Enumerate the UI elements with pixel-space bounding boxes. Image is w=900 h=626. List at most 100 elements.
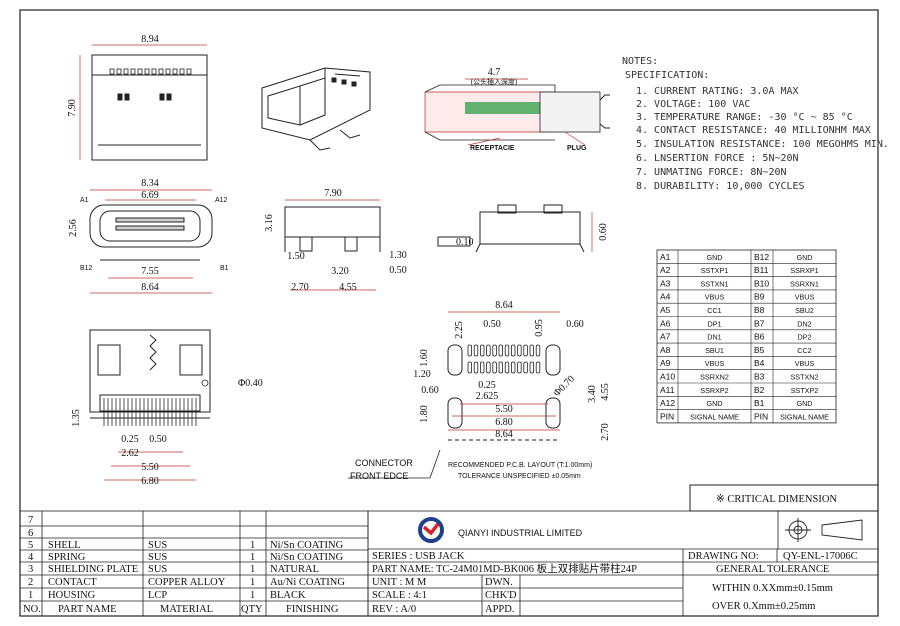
pin-table-cell: SBU1 — [705, 346, 724, 355]
pcb-pad — [467, 361, 472, 374]
company-name: QIANYI INDUSTRIAL LIMITED — [458, 528, 583, 538]
bom-part: SHELL — [48, 540, 81, 551]
contact-pin — [144, 68, 150, 75]
dim-2.62: 2.62 — [121, 448, 139, 459]
pin-table-cell: SSRXN1 — [790, 279, 819, 288]
drawing-no: QY-ENL-17006C — [783, 551, 858, 562]
end-view — [437, 204, 593, 253]
dim-pcb-0.50: 0.50 — [483, 319, 501, 330]
pin-table-cell: GND — [707, 399, 723, 408]
dim-7.90: 7.90 — [324, 188, 342, 199]
pin-table-cell: A11 — [660, 385, 675, 395]
pin-table-cell: A6 — [660, 318, 671, 328]
pin-table-cell: B12 — [754, 252, 769, 262]
pcb-pad — [535, 344, 541, 357]
bom-finish: Ni/Sn COATING — [270, 540, 344, 551]
pcb-pad — [523, 344, 528, 357]
pin-table-cell: A7 — [660, 332, 671, 342]
pin-table-cell: CC2 — [797, 346, 811, 355]
connector-label: CONNECTOR — [355, 458, 413, 468]
dim-insert-depth: 4.7 — [488, 67, 501, 78]
part-name: PART NAME: TC-24M01MD-BK006 板上双排贴片带柱24P — [372, 562, 637, 575]
unit: UNIT : M M — [372, 577, 427, 588]
dim-0.60: 0.60 — [598, 223, 609, 241]
dim-2.25: 2.25 — [454, 321, 465, 339]
bom-header-part: PART NAME — [58, 604, 117, 615]
dim-3.40: 3.40 — [587, 385, 598, 403]
bom-qty: 1 — [250, 540, 255, 551]
pin-table-cell: A4 — [660, 292, 671, 302]
pin-table-cell: GND — [797, 399, 813, 408]
dim-2.56: 2.56 — [68, 219, 79, 237]
pin-table-cell: CC1 — [707, 306, 721, 315]
locating-post — [201, 379, 209, 387]
bom-qty: 1 — [250, 564, 255, 575]
pin-table-cell: B8 — [754, 305, 765, 315]
bom-finish: Au/Ni COATING — [270, 577, 345, 588]
pcb-pad — [492, 344, 497, 357]
pcb-pad — [498, 361, 503, 374]
pin-table-cell: SSTXN1 — [701, 279, 729, 288]
bom-rows: 7 6 5 SHELL SUS 1 Ni/Sn COATING 4 SPRING… — [23, 515, 345, 615]
insert-depth-note: (公头插入深度) — [471, 77, 518, 86]
bom-header-material: MATERIAL — [160, 604, 213, 615]
pcb-pad — [479, 361, 485, 374]
dim-3.20: 3.20 — [331, 266, 349, 277]
pcb-pad — [467, 344, 472, 357]
pin-table-header: PIN — [754, 411, 768, 421]
company-logo — [418, 517, 444, 543]
dim-1.30: 1.30 — [389, 250, 407, 261]
bom-finish: Ni/Sn COATING — [270, 552, 344, 563]
pin-table-cell: SSTXN2 — [791, 373, 819, 382]
pin-table-cell: VBUS — [795, 293, 815, 302]
pin-table-cell: B10 — [754, 278, 769, 288]
pin-table-cell: B2 — [754, 385, 765, 395]
note-item: 8. DURABILITY: 10,000 CYCLES — [636, 181, 805, 192]
pin-table-cell: A8 — [660, 345, 671, 355]
pin-table-header: SIGNAL NAME — [690, 412, 739, 421]
bom-no: 1 — [28, 590, 33, 601]
tolerance-over: OVER 0.Xmm±0.25mm — [712, 601, 815, 612]
dim-1.80: 1.80 — [419, 405, 430, 423]
pin-table-cell: GND — [707, 253, 723, 262]
bom-no: 4 — [28, 552, 34, 563]
pcb-pad — [473, 344, 479, 357]
pin-table-cell: SSRXP2 — [700, 386, 728, 395]
pin-table-cell: B7 — [754, 318, 765, 328]
dim-6.69: 6.69 — [141, 190, 159, 201]
pin-table-cell: A2 — [660, 265, 671, 275]
contact-pin — [151, 68, 157, 75]
contact-pin — [109, 68, 115, 75]
label-plug: PLUG — [567, 145, 587, 152]
note-item: 6. LNSERTION FORCE : 5N~20N — [636, 153, 799, 164]
bom-material: SUS — [148, 540, 167, 551]
pin-table-header: PIN — [660, 411, 674, 421]
contact-pin — [116, 68, 122, 75]
dim-1.60: 1.60 — [419, 349, 430, 367]
pin-table-cell: A3 — [660, 278, 671, 288]
pin-table-cell: SBU2 — [795, 306, 814, 315]
dim-1.35: 1.35 — [71, 409, 82, 427]
pcb-pad — [523, 361, 528, 374]
pcb-pad — [535, 361, 541, 374]
dim-hole-0.70: Φ0.70 — [552, 374, 577, 399]
bottom-view-pins — [103, 379, 209, 426]
bom-qty: 1 — [250, 552, 255, 563]
bom-table — [19, 510, 369, 617]
pin-table-cell: DP2 — [798, 333, 812, 342]
pcb-pad — [486, 344, 491, 357]
dim-height-top: 7.90 — [67, 99, 78, 117]
bom-no: 2 — [28, 577, 33, 588]
dim-1.50: 1.50 — [287, 251, 305, 262]
pcb-pad — [517, 361, 522, 374]
pin-table-cell: DN2 — [797, 319, 811, 328]
note-item: 5. INSULATION RESISTANCE: 100 MEGOHMS MI… — [636, 139, 889, 150]
section-view — [424, 78, 610, 146]
pcb-pad — [479, 344, 485, 357]
dim-pcb-0.25: 0.25 — [478, 380, 496, 391]
bom-part: SPRING — [48, 552, 86, 563]
contact-pin — [137, 68, 143, 75]
dim-5.50: 5.50 — [141, 462, 159, 473]
pcb-pad — [529, 344, 534, 357]
label-receptacle: RECEPTACIE — [470, 145, 515, 152]
